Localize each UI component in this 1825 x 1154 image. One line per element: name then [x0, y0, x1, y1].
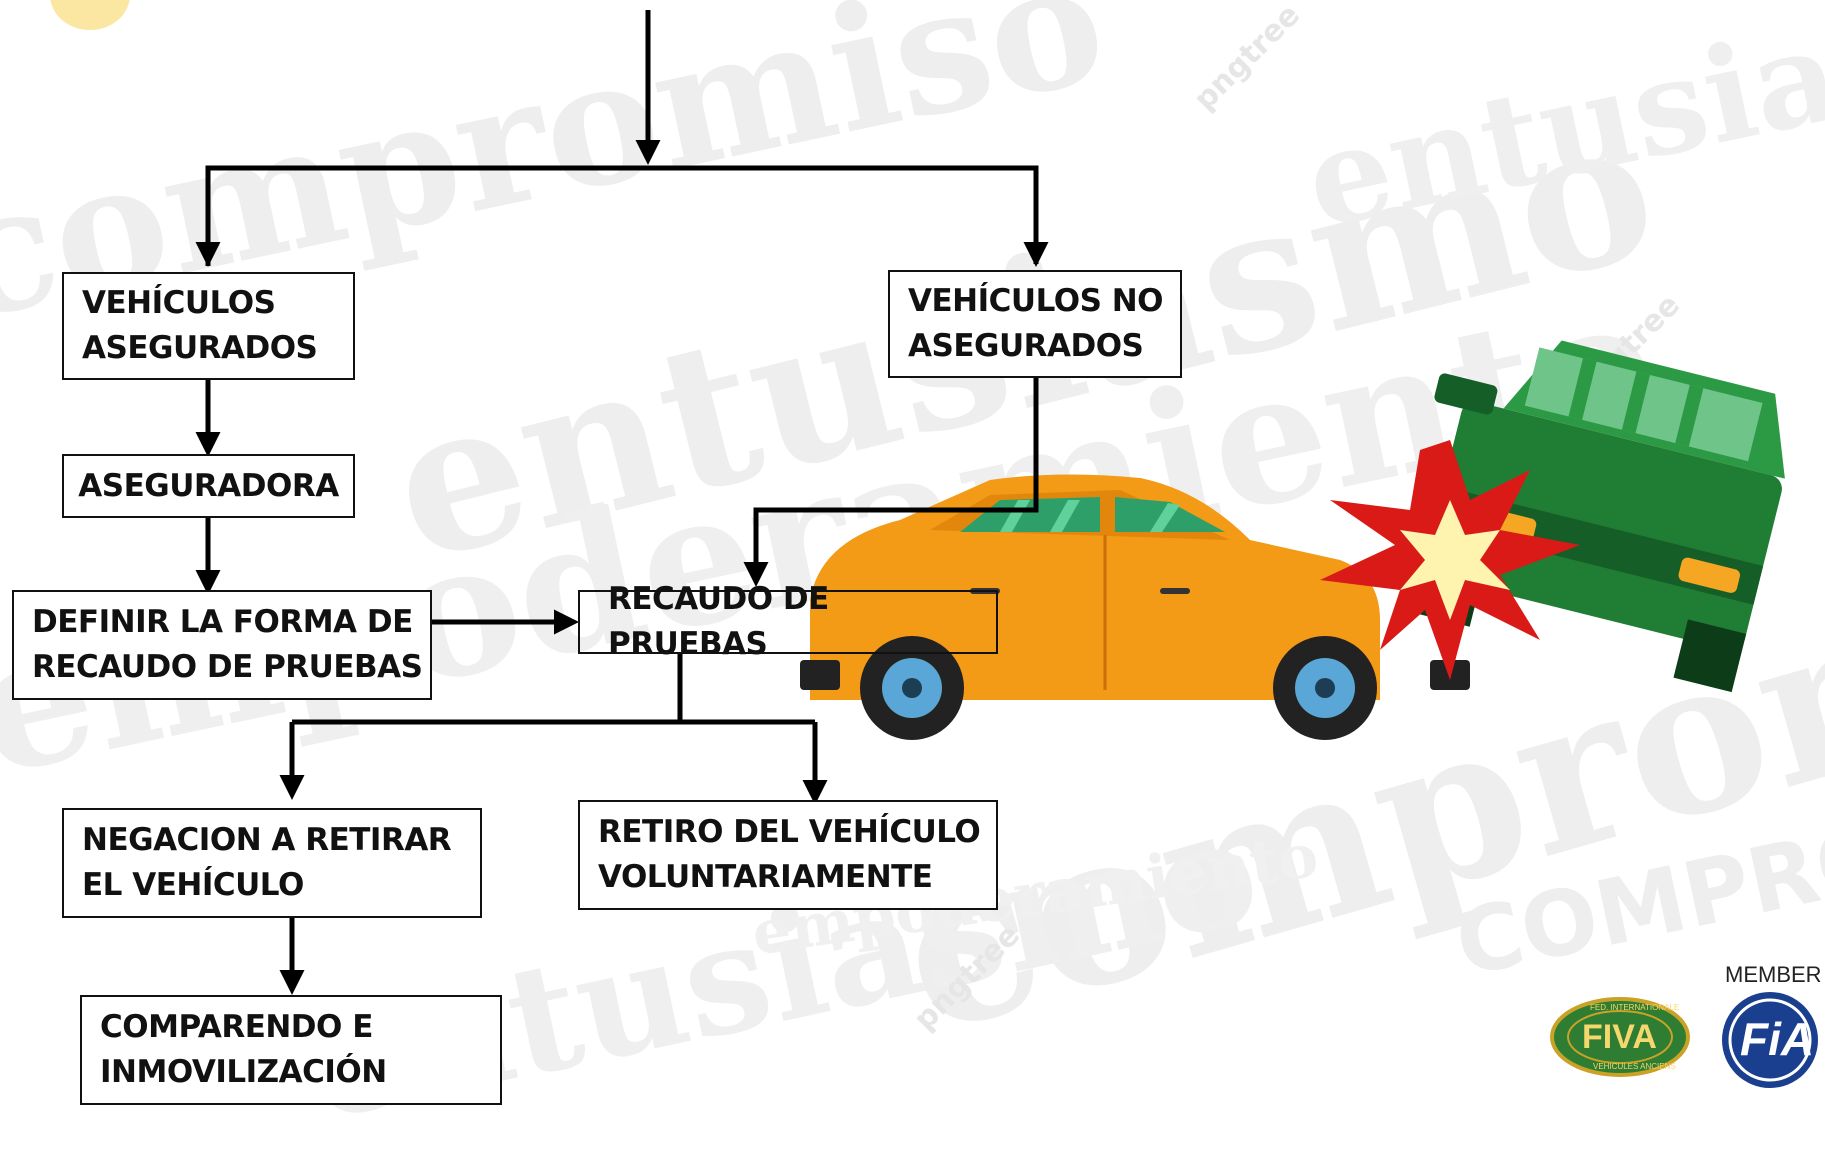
- node-label: INMOVILIZACIÓN: [100, 1054, 387, 1090]
- fiva-ring-text-bottom: VEHICULES ANCIENS: [1593, 1062, 1676, 1071]
- node-voluntary-withdrawal: RETIRO DEL VEHÍCULO VOLUNTARIAMENTE: [578, 800, 998, 910]
- node-label: RETIRO DEL VEHÍCULO: [598, 814, 981, 851]
- fia-logo: [1722, 992, 1818, 1088]
- node-insured-vehicles: VEHÍCULOS ASEGURADOS: [62, 272, 355, 380]
- car-crash-illustration: [800, 340, 1785, 740]
- node-insurer: ASEGURADORA: [62, 454, 355, 518]
- node-label: EL VEHÍCULO: [82, 867, 304, 903]
- node-label: ASEGURADORA: [78, 467, 339, 504]
- fia-logo-text: FiA: [1740, 1013, 1815, 1065]
- crash-burst-icon: [1320, 440, 1580, 680]
- node-evidence-collection: RECAUDO DE PRUEBAS: [578, 581, 998, 662]
- node-label: VEHÍCULOS: [82, 285, 276, 322]
- node-label: VEHÍCULOS NO: [908, 283, 1164, 320]
- member-text: MEMBER O: [1725, 962, 1825, 987]
- node-refusal-to-withdraw: NEGACION A RETIRAR EL VEHÍCULO: [62, 808, 482, 918]
- node-label: NEGACION A RETIRAR: [82, 822, 452, 859]
- fiva-logo: [1550, 997, 1690, 1077]
- fiva-logo-text: FIVA: [1582, 1018, 1657, 1056]
- logos-layer: [1550, 992, 1818, 1088]
- node-label: VOLUNTARIAMENTE: [598, 859, 933, 895]
- node-label: ASEGURADOS: [82, 330, 318, 366]
- node-label: ASEGURADOS: [908, 328, 1144, 364]
- node-define-evidence-method: DEFINIR LA FORMA DE RECAUDO DE PRUEBAS: [12, 590, 432, 700]
- node-label: RECAUDO DE PRUEBAS: [608, 581, 829, 662]
- node-uninsured-vehicles: VEHÍCULOS NO ASEGURADOS: [888, 270, 1182, 378]
- node-label: COMPARENDO E: [100, 1009, 373, 1046]
- orange-car: [800, 474, 1470, 740]
- node-summons-immobilization: COMPARENDO E INMOVILIZACIÓN: [80, 995, 502, 1105]
- node-label: DEFINIR LA FORMA DE: [32, 604, 413, 641]
- node-label: RECAUDO DE PRUEBAS: [32, 649, 423, 685]
- arrow-uninsured-to-collection: [743, 378, 1039, 587]
- flow-connectors: [195, 10, 1049, 995]
- fiva-ring-text-top: FED. INTERNATIONALE: [1590, 1003, 1680, 1012]
